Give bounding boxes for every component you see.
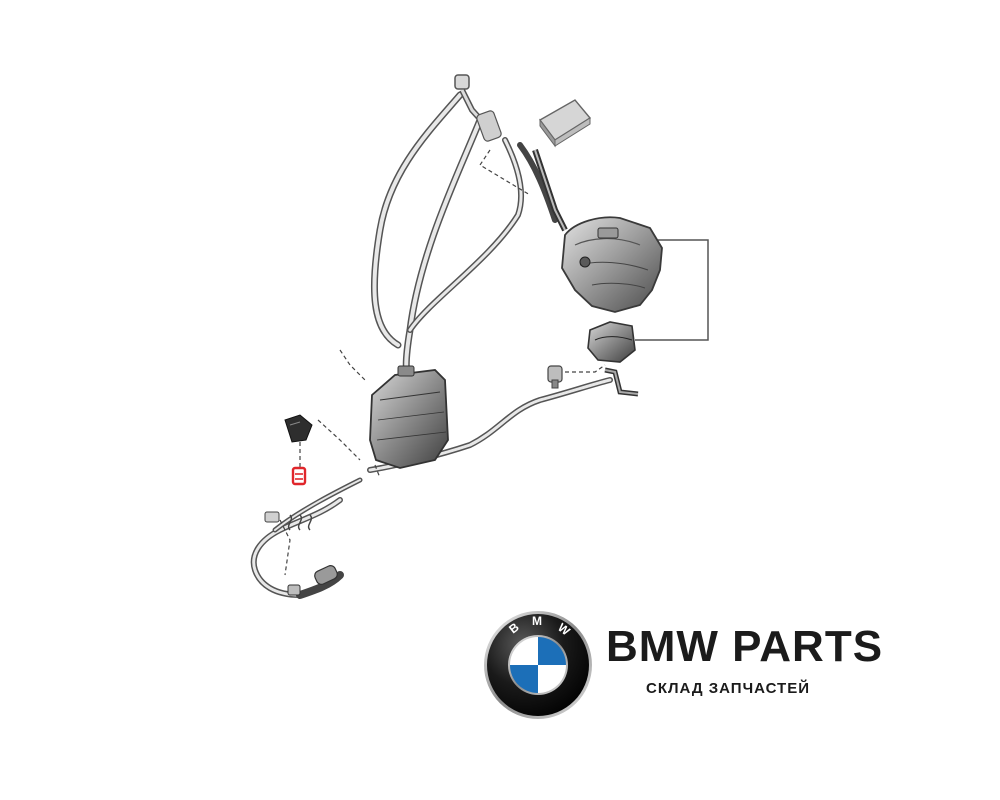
leader-lines [279, 149, 606, 576]
highlighted-part [291, 466, 307, 486]
control-module [538, 99, 592, 148]
secondary-tank [369, 365, 449, 469]
bmw-logo: B M W [483, 610, 593, 720]
sensor-part [284, 414, 313, 443]
top-connector [454, 74, 502, 142]
brand-title: BMW PARTS [606, 622, 884, 671]
clamp-part [547, 365, 563, 389]
bracket-lines [635, 239, 709, 341]
svg-text:M: M [532, 614, 542, 628]
hose-lines [250, 91, 613, 599]
filler-rod [532, 149, 568, 232]
main-tank [561, 216, 663, 313]
bracket-part [604, 367, 639, 397]
pump-module [587, 321, 636, 363]
brand-subtitle: СКЛАД ЗАПЧАСТЕЙ [646, 680, 810, 697]
fitting-parts [264, 511, 338, 596]
bmw-roundel-icon: B M W [484, 611, 592, 719]
